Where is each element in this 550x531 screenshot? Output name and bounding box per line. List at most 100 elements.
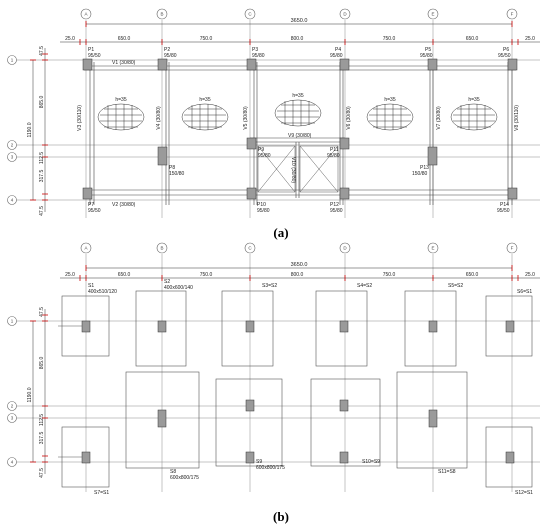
column-size-P7: 95/50 — [88, 208, 101, 214]
b-axis-label-1: 1 — [11, 319, 14, 324]
footing-label-S7: S7=S1 — [94, 490, 109, 496]
b-dim-vert-top: 47.5 — [39, 307, 45, 317]
column-size-P2: 95/80 — [164, 53, 177, 59]
b-axis-label-4: 4 — [11, 460, 14, 465]
column-size-P3: 95/80 — [252, 53, 265, 59]
b-axis-bubble-A — [80, 242, 92, 254]
dim-span-4: 750.0 — [383, 36, 396, 42]
column-label-P3: P3 — [252, 47, 258, 53]
footing-label-S12: S12=S1 — [515, 490, 533, 496]
dim-vert-top: 47.5 — [39, 46, 45, 56]
plan-a-row-bubbles: 1 2 3 4 — [7, 55, 17, 205]
column-label-P5: P5 — [425, 47, 431, 53]
column-label-P11: P11 — [330, 147, 339, 153]
b-dim-vert-main: 865.0 — [39, 357, 45, 370]
slab-label-5: h=35 — [468, 97, 479, 103]
footing-size-S1: 400x510/120 — [88, 289, 117, 295]
column-size-P6: 95/50 — [498, 53, 511, 59]
plan-a-column-bubbles: A B C D E F — [80, 8, 518, 20]
beam-label-v5: V5 (30/80) — [243, 106, 249, 130]
b-dim-span-5: 650.0 — [466, 272, 479, 278]
b-axis-bubble-B — [156, 242, 168, 254]
plan-a-floor-plan — [14, 20, 540, 218]
axis-label-E: E — [431, 12, 434, 17]
column-size-P12: 95/80 — [330, 208, 343, 214]
footing-label-S1: S1 — [88, 283, 94, 289]
footing-size-S2: 400x600/140 — [164, 285, 193, 291]
axis-label-A: A — [84, 12, 87, 17]
axis-bubble-C — [244, 8, 256, 20]
dim-edge-left: 25.0 — [65, 36, 75, 42]
footing-label-S10: S10=S9 — [362, 459, 380, 465]
column-label-P10: P10 — [257, 202, 266, 208]
dim-span-5: 650.0 — [466, 36, 479, 42]
b-axis-bubble-1 — [7, 316, 17, 326]
column-size-P14: 95/50 — [497, 208, 510, 214]
figure-label-a: (a) — [273, 225, 288, 240]
dim-span-2: 750.0 — [200, 36, 213, 42]
axis-label-3: 3 — [11, 155, 14, 160]
axis-bubble-3 — [7, 152, 17, 162]
slab-label-3: h=35 — [292, 93, 303, 99]
footing-label-S9: S9 — [256, 459, 262, 465]
plan-a-slab-labels: h=35 h=35 h=35 h=35 h=35 — [115, 93, 479, 103]
column-label-P4: P4 — [335, 47, 341, 53]
column-label-P13: P13 — [420, 165, 429, 171]
column-size-P13: 150/80 — [412, 171, 428, 177]
plan-b-footing-labels: S1 400x510/120 S2 400x600/140 S3=S2 S4=S… — [88, 279, 533, 496]
column-size-P1: 95/50 — [88, 53, 101, 59]
plan-a-slab-hatches — [97, 99, 498, 131]
axis-label-4: 4 — [11, 198, 14, 203]
beam-label-v7: V7 (30/80) — [436, 106, 442, 130]
axis-label-F: F — [511, 12, 514, 17]
beam-label-v2: V2 (30/80) — [112, 202, 136, 208]
beam-label-v3: V3 (30/110) — [77, 105, 83, 131]
axis-bubble-F — [506, 8, 518, 20]
slab-label-2: h=35 — [199, 97, 210, 103]
plan-b-columns — [81, 320, 515, 464]
axis-bubble-4 — [7, 195, 17, 205]
footing-size-S9: 600x800/175 — [256, 465, 285, 471]
dim-vert-bottom: 47.5 — [39, 206, 45, 216]
b-axis-label-E: E — [431, 246, 434, 251]
plan-b-vertical-dimensions: 47.5 865.0 1190.0 112.5 317.5 47.5 — [27, 307, 48, 478]
axis-label-B: B — [160, 12, 163, 17]
beam-label-v1: V1 (30/80) — [112, 60, 136, 66]
axis-bubble-1 — [7, 55, 17, 65]
axis-label-2: 2 — [11, 143, 14, 148]
footing-label-S3: S3=S2 — [262, 283, 277, 289]
b-axis-label-D: D — [343, 246, 347, 251]
b-axis-label-2: 2 — [11, 404, 14, 409]
footing-label-S11: S11=S8 — [438, 469, 456, 475]
plan-a-columns — [82, 58, 518, 200]
dim-span-1: 650.0 — [118, 36, 131, 42]
beam-label-v9: V9 (30/80) — [288, 133, 312, 139]
plan-b-column-bubbles: A B C D E F — [80, 242, 518, 254]
b-axis-bubble-C — [244, 242, 256, 254]
beam-label-v8: V8 (30/110) — [514, 105, 520, 131]
column-size-P11: 95/80 — [327, 153, 340, 159]
slab-hatch-3 — [274, 99, 322, 127]
slab-hatch-2 — [181, 103, 229, 131]
b-axis-bubble-D — [339, 242, 351, 254]
beam-label-v6: V6 (30/80) — [346, 106, 352, 130]
plan-a-vertical-dimensions: 47.5 865.0 1190.0 112.5 317.5 47.5 — [27, 46, 48, 216]
b-dim-edge-right: 25.0 — [525, 272, 535, 278]
plan-a-column-labels: P1 95/50 P2 95/80 P3 95/80 P4 95/80 P5 9… — [88, 47, 511, 214]
plan-a-stair-crosses — [257, 145, 339, 193]
column-size-P4: 95/80 — [330, 53, 343, 59]
plan-b-foundation-plan — [14, 254, 540, 492]
axis-bubble-A — [80, 8, 92, 20]
dim-vert-total: 1190.0 — [27, 122, 33, 137]
b-axis-label-C: C — [248, 246, 252, 251]
axis-label-C: C — [248, 12, 252, 17]
column-label-P2: P2 — [164, 47, 170, 53]
b-dim-edge-left: 25.0 — [65, 272, 75, 278]
slab-hatch-1 — [97, 103, 145, 131]
b-dim-span-4: 750.0 — [383, 272, 396, 278]
slab-label-4: h=35 — [384, 97, 395, 103]
column-label-P7: P7 — [88, 202, 94, 208]
b-axis-label-B: B — [160, 246, 163, 251]
footing-S10 — [310, 378, 381, 467]
plan-a-horizontal-dimensions: 3650.0 25.0 650.0 750.0 800.0 750.0 650.… — [60, 18, 540, 45]
